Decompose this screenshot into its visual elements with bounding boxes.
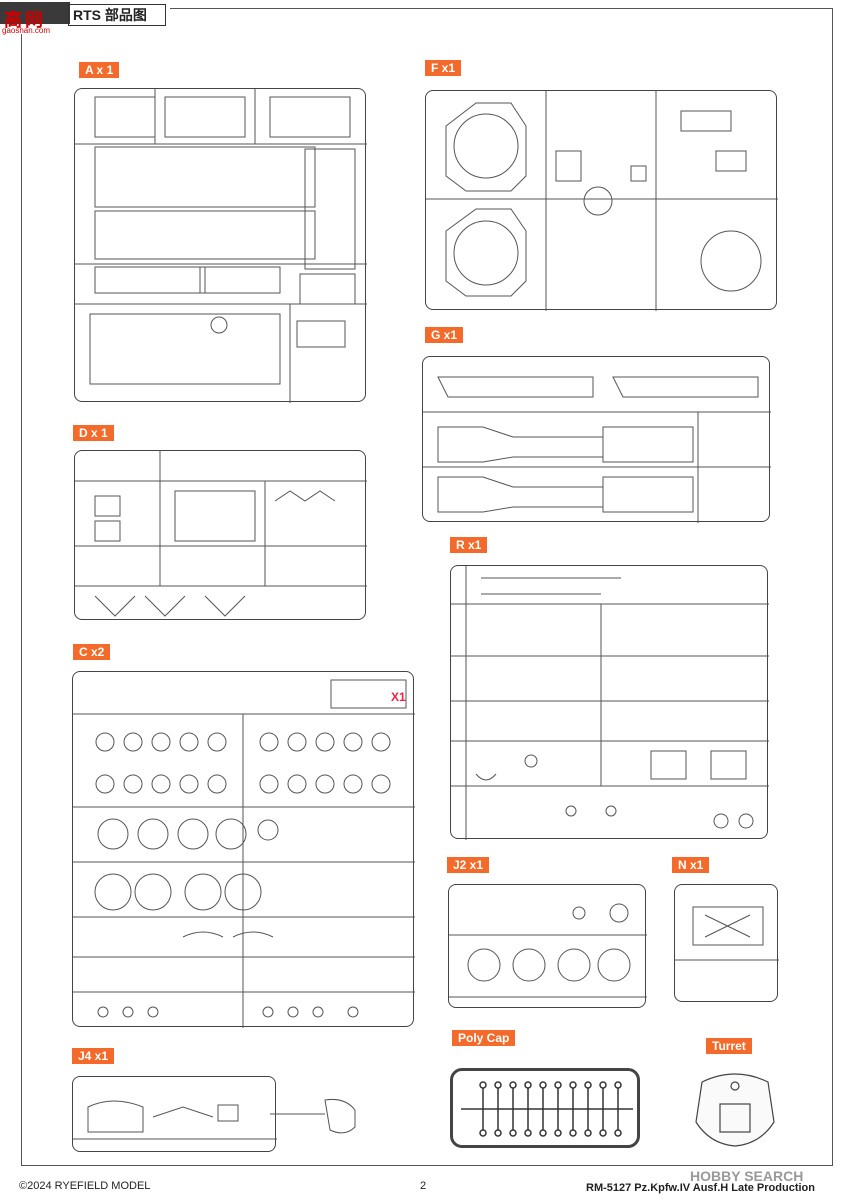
product-code: RM-5127 Pz.Kpfw.IV Ausf.H Late Productio… — [586, 1182, 815, 1194]
sprue-label-j4: J4 x1 — [72, 1048, 115, 1064]
sprue-c-drawing — [73, 679, 415, 1028]
sprue-j4-drawing — [73, 1100, 277, 1140]
page-border — [21, 8, 833, 1166]
sprue-j2-drawing — [449, 903, 647, 998]
sprue-label-c: C x2 — [73, 644, 111, 660]
c-inset-label: X1 — [391, 690, 406, 704]
sprue-r-drawing — [451, 566, 769, 840]
site-logo-url: gaoshan.com — [2, 26, 51, 35]
sprue-f — [425, 90, 778, 311]
site-logo: 高 网 — [4, 10, 43, 30]
sprue-label-g: G x1 — [425, 327, 464, 343]
sprue-label-n: N x1 — [672, 857, 710, 873]
sprue-j2 — [448, 884, 647, 1008]
sprue-n-drawing — [675, 906, 779, 961]
sprue-poly-cap — [450, 1068, 640, 1148]
sprue-r — [450, 565, 769, 840]
page-title: RTS 部品图 — [68, 4, 166, 26]
sprue-d-drawing — [75, 451, 367, 617]
sprue-g — [422, 356, 771, 523]
sprue-f-drawing — [426, 91, 778, 311]
sprue-n — [674, 884, 779, 1002]
j4-shield-part — [270, 1099, 356, 1134]
sprue-label-d: D x 1 — [73, 425, 114, 441]
turret-part — [695, 1073, 775, 1147]
poly-cap-drawing — [461, 1081, 633, 1137]
sprue-g-drawing — [423, 376, 771, 523]
sprue-d — [74, 450, 367, 620]
sprue-label-f: F x1 — [425, 60, 462, 76]
sprue-label-a: A x 1 — [79, 62, 120, 78]
logo-background — [0, 2, 70, 24]
sprue-label-r: R x1 — [450, 537, 488, 553]
page-header: 高 网 gaoshan.com RTS 部品图 — [0, 0, 170, 35]
sprue-c: X1 — [72, 671, 415, 1028]
sprue-a — [74, 88, 367, 403]
copyright: ©2024 RYEFIELD MODEL — [19, 1180, 151, 1192]
page-number: 2 — [420, 1180, 427, 1192]
sprue-label-j2: J2 x1 — [447, 857, 490, 873]
sprue-a-drawing — [75, 89, 367, 403]
watermark: HOBBY SEARCH — [690, 1168, 804, 1184]
sprue-j4 — [72, 1076, 277, 1152]
sprue-label-poly-cap: Poly Cap — [452, 1030, 516, 1046]
sprue-label-turret: Turret — [706, 1038, 752, 1054]
